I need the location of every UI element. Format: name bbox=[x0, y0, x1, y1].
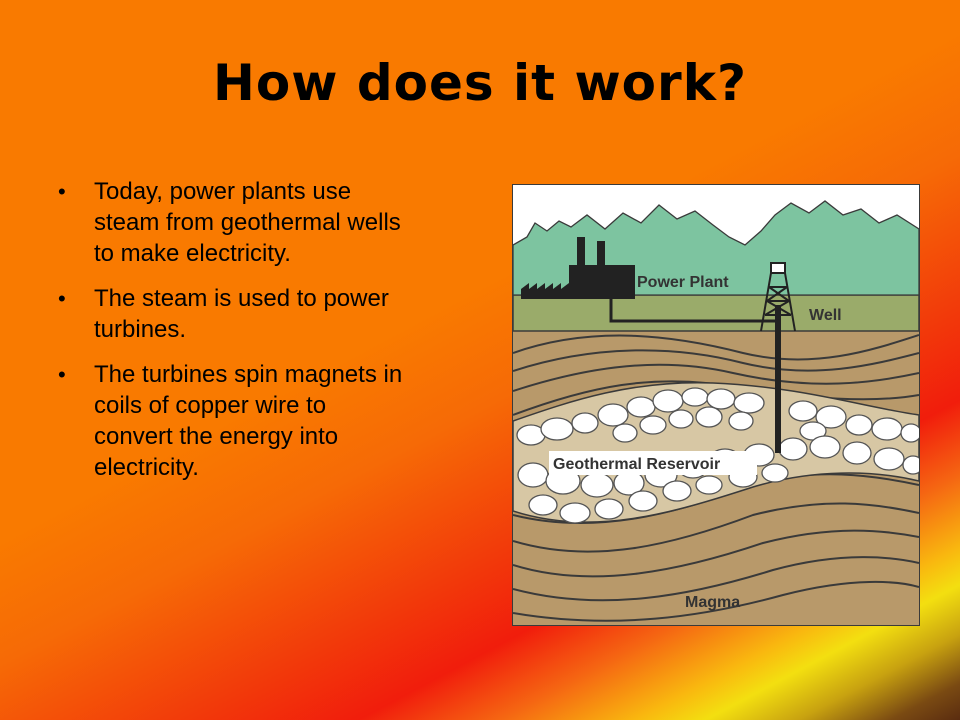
well-shaft bbox=[775, 305, 781, 453]
rock-strata bbox=[513, 334, 919, 622]
bullet-text: The turbines spin magnets in coils of co… bbox=[94, 361, 403, 481]
bullet-item: • Today, power plants use steam from geo… bbox=[56, 176, 406, 269]
label-magma: Magma bbox=[685, 594, 740, 611]
geothermal-diagram: Power Plant Well Geothermal Reservoir Ma… bbox=[512, 184, 920, 626]
label-well: Well bbox=[809, 307, 842, 324]
well-derrick-icon bbox=[760, 262, 796, 332]
slide-title: How does it work? bbox=[213, 54, 747, 112]
reservoir-label-bg bbox=[549, 451, 757, 475]
bullet-list: • Today, power plants use steam from geo… bbox=[56, 176, 406, 497]
label-power-plant: Power Plant bbox=[637, 274, 729, 291]
power-plant bbox=[521, 237, 635, 299]
steam-pipe bbox=[609, 299, 777, 323]
reservoir-rocks bbox=[516, 387, 919, 524]
bullet-item: • The turbines spin magnets in coils of … bbox=[56, 359, 406, 483]
bullet-text: Today, power plants use steam from geoth… bbox=[94, 178, 401, 267]
bullet-item: • The steam is used to power turbines. bbox=[56, 283, 406, 345]
surface-layer bbox=[513, 294, 919, 332]
bullet-text: The steam is used to power turbines. bbox=[94, 285, 389, 343]
geothermal-diagram-svg: Power Plant Well Geothermal Reservoir Ma… bbox=[513, 200, 919, 625]
bullet-icon: • bbox=[58, 362, 66, 387]
bullet-icon: • bbox=[58, 286, 66, 311]
bullet-icon: • bbox=[58, 179, 66, 204]
label-geothermal-reservoir: Geothermal Reservoir bbox=[553, 456, 720, 473]
